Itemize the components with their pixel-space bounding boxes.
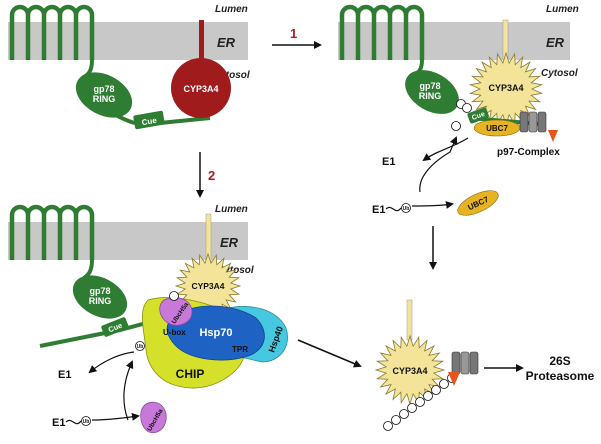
e1-label-charged: E1 <box>52 417 65 429</box>
gp78-label: gp78 <box>89 286 110 296</box>
gp78-transmembrane-helices <box>339 4 425 60</box>
ubiquitin-chain-b <box>451 99 472 131</box>
ub-transfer-arrow <box>422 137 469 162</box>
gp78-ring-domain <box>72 275 128 319</box>
ubc7-charging-arrow <box>419 136 458 193</box>
ubiquitin <box>383 421 393 431</box>
ring-label: RING <box>419 91 442 101</box>
cyp3a4-label: CYP3A4 <box>183 84 218 94</box>
proteasome-label-line1: 26S <box>549 354 570 368</box>
ubiquitin <box>401 203 411 213</box>
cyp3a4-label: CYP3A4 <box>488 83 523 93</box>
step2-label: 2 <box>208 168 215 183</box>
cyp3a4-membrane-anchor <box>406 299 413 341</box>
e1-ub-thioester <box>65 419 82 425</box>
panel-b: Lumen ER Cytosol CYP3A4 gp78 RING Cue UB… <box>338 4 579 270</box>
ubiquitin <box>423 391 433 401</box>
e1-label-charged: E1 <box>372 204 385 216</box>
cyp3a4-label: CYP3A4 <box>191 281 224 291</box>
chip-label: CHIP <box>176 367 205 381</box>
hsp70 <box>166 305 265 361</box>
tpr-label: TPR <box>232 345 248 354</box>
p97-complex <box>448 351 479 386</box>
ubiquitin <box>81 416 91 426</box>
lumen-label: Lumen <box>215 204 248 215</box>
hsp70-label: Hsp70 <box>199 327 232 339</box>
gp78-linker <box>82 259 94 280</box>
ring-label: RING <box>93 94 116 104</box>
p97-orange-cone <box>548 130 558 142</box>
cyp3a4-label: CYP3A4 <box>392 366 427 376</box>
ub-label: Ub <box>83 419 90 425</box>
lumen-label: Lumen <box>546 4 579 15</box>
gp78-ring-domain <box>75 72 133 118</box>
er-membrane <box>8 22 248 60</box>
ubiquitin <box>391 415 401 425</box>
panel-d: CYP3A4 26S Proteasome <box>374 299 595 431</box>
cytosol-label: Cytosol <box>541 68 578 79</box>
er-label: ER <box>546 35 565 50</box>
e1-to-ubc7-arrow <box>411 201 454 209</box>
cue-domain <box>467 107 489 124</box>
ubc7-label: UBC7 <box>486 124 508 133</box>
ubiquitin <box>169 291 179 301</box>
cue-domain <box>133 110 165 130</box>
e1-to-ubch5a-arrow <box>91 412 140 421</box>
ubch5a-free <box>140 401 167 434</box>
cue-label: Cue <box>141 116 158 128</box>
gp78-transmembrane-helices <box>9 4 95 60</box>
panel-c: Lumen ER Cytosol gp78 RING Cue CYP3A4 Ub… <box>8 204 362 434</box>
step1-label: 1 <box>290 26 297 41</box>
ubiquitin <box>439 379 449 389</box>
step-arrows: 1 2 <box>196 26 322 198</box>
er-membrane <box>338 22 570 60</box>
ubiquitin <box>399 409 409 419</box>
ubch5a-bound <box>159 297 193 326</box>
gp78-transmembrane-helices <box>9 204 95 260</box>
ubiquitin <box>431 385 441 395</box>
p97-complex <box>519 111 558 142</box>
cytosol-label: Cytosol <box>213 70 250 81</box>
e1-ub-thioester <box>385 206 402 212</box>
cue-label: Cue <box>471 111 486 122</box>
to-degradation-arrow <box>297 339 362 368</box>
ub-label: Ub <box>403 206 410 212</box>
ring-label: RING <box>89 296 112 306</box>
cyp3a4-membrane-anchor <box>199 20 204 62</box>
cyp3a4-cytosolic-domain <box>171 58 231 118</box>
lumen-label: Lumen <box>215 4 248 15</box>
p97-orange-cone <box>448 372 460 386</box>
er-label: ER <box>217 35 236 50</box>
e1-label-released: E1 <box>58 369 71 381</box>
ubiquitin <box>135 341 145 351</box>
e1-label-released: E1 <box>382 156 395 168</box>
p97-complex-label: p97-Complex <box>497 147 560 158</box>
ub-transfer-arrow <box>88 351 135 374</box>
proteasome-label-line2: Proteasome <box>526 369 595 383</box>
gp78-tail <box>39 320 151 348</box>
ubch5a-charging-arrow <box>123 360 134 421</box>
ubiquitin <box>415 397 425 407</box>
ub-label: Ub <box>137 344 144 350</box>
gp78-label: gp78 <box>93 84 114 94</box>
gp78-ring-domain <box>405 70 459 114</box>
ubox-label: U-box <box>163 328 186 337</box>
gp78-label: gp78 <box>419 81 440 91</box>
ubiquitin <box>407 403 417 413</box>
ubc7-free <box>457 190 499 216</box>
er-label: ER <box>220 235 239 250</box>
cue-domain <box>101 317 129 337</box>
panel-a: Lumen ER Cytosol gp78 RING Cue CYP3A4 <box>8 4 250 130</box>
